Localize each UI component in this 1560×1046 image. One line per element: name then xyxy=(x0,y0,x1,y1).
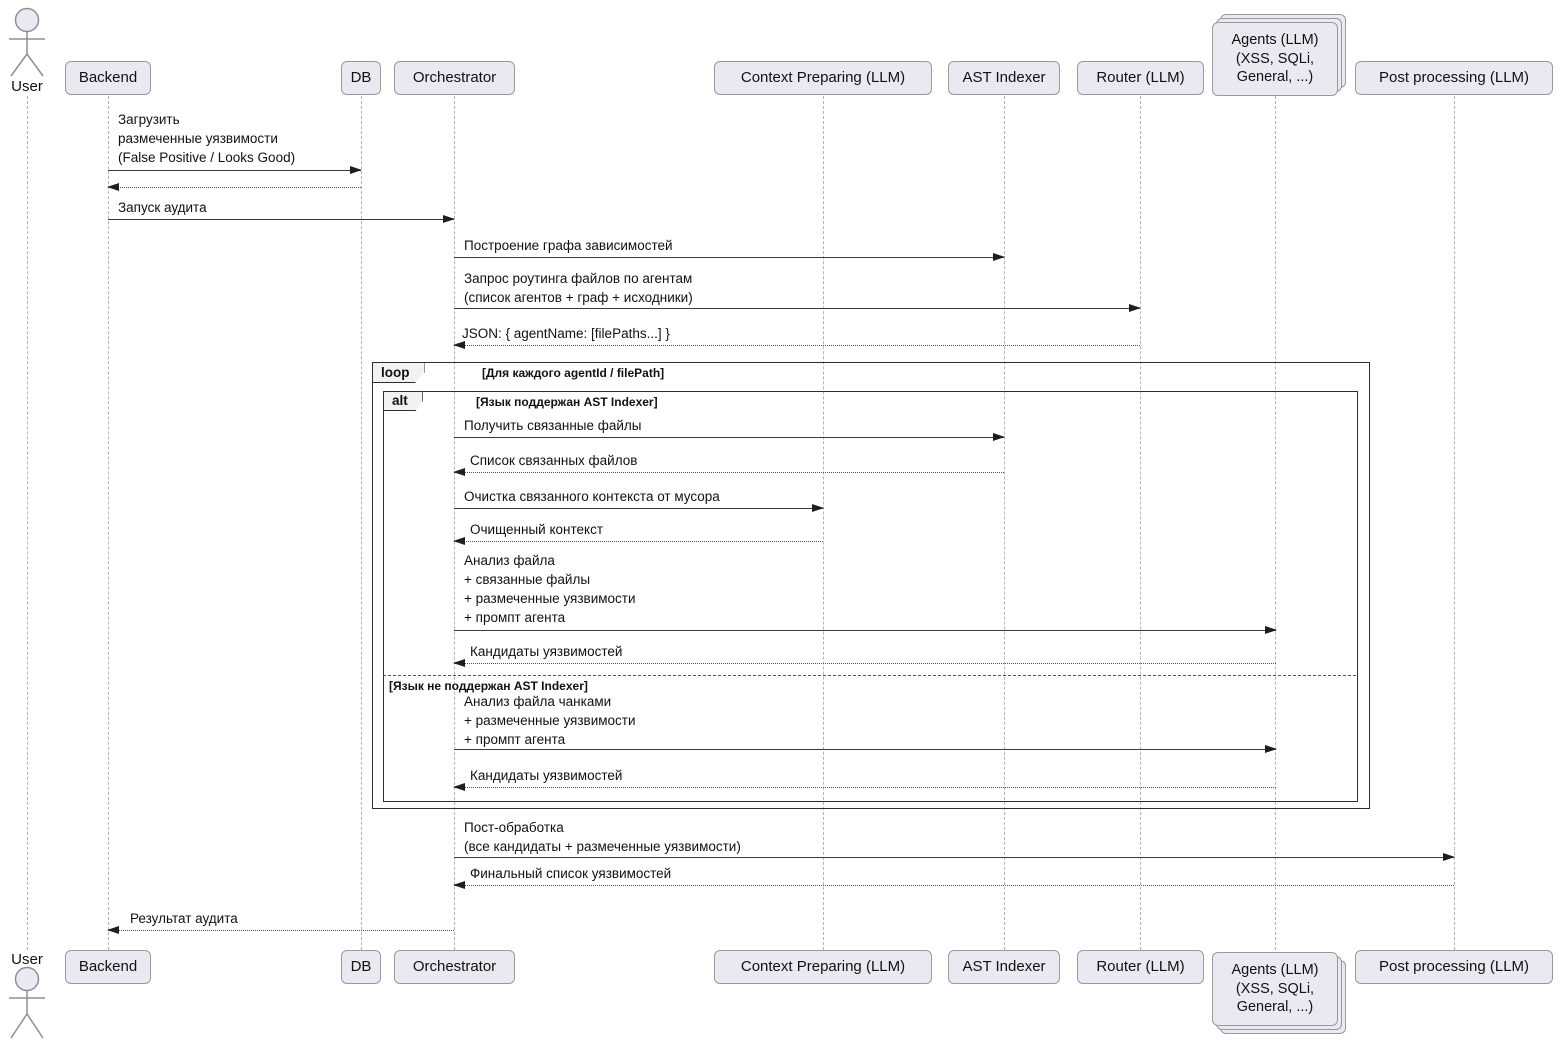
message-line xyxy=(453,659,1276,667)
participant-router-top: Router (LLM) xyxy=(1077,61,1204,95)
message-line xyxy=(454,745,1277,753)
lifeline-user xyxy=(27,96,28,950)
message-line xyxy=(107,183,361,191)
lifeline-backend xyxy=(108,96,109,950)
message-line xyxy=(454,853,1455,861)
lifeline-router xyxy=(1140,96,1141,950)
message-label: Построение графа зависимостей xyxy=(464,238,673,253)
user-actor-label-bottom: User xyxy=(11,951,43,968)
lifeline-agents xyxy=(1275,96,1276,950)
message-line xyxy=(454,504,824,512)
lifeline-db xyxy=(361,96,362,950)
arrowhead-right-icon xyxy=(993,253,1005,261)
participant-post-processing-top: Post processing (LLM) xyxy=(1355,61,1553,95)
message-line xyxy=(454,433,1005,441)
arrowhead-left-icon xyxy=(107,926,119,934)
participant-ast-indexer-top: AST Indexer xyxy=(948,61,1060,95)
lifeline-orchestrator xyxy=(454,96,455,950)
participant-router-bottom: Router (LLM) xyxy=(1077,950,1204,984)
message-line xyxy=(454,253,1005,261)
arrowhead-left-icon xyxy=(453,881,465,889)
participant-context-preparing-bottom: Context Preparing (LLM) xyxy=(714,950,932,984)
arrowhead-left-icon xyxy=(453,783,465,791)
arrowhead-right-icon xyxy=(443,215,455,223)
loop-fragment-operator: loop xyxy=(372,362,425,383)
participant-agents-bottom: Agents (LLM) (XSS, SQLi, General, ...) xyxy=(1212,952,1338,1026)
message-line xyxy=(453,468,1004,476)
alt-fragment-frame xyxy=(383,391,1358,802)
message-label: Пост-обработка (все кандидаты + размечен… xyxy=(464,820,741,854)
message-label: Получить связанные файлы xyxy=(464,418,642,433)
participant-db-bottom: DB xyxy=(341,950,381,984)
message-line xyxy=(453,341,1140,349)
arrowhead-right-icon xyxy=(1265,626,1277,634)
participant-agents-top: Agents (LLM) (XSS, SQLi, General, ...) xyxy=(1212,22,1338,96)
loop-fragment-frame xyxy=(372,362,1370,809)
participant-ast-indexer-bottom: AST Indexer xyxy=(948,950,1060,984)
message-label: Анализ файла чанками + размеченные уязви… xyxy=(464,694,636,747)
message-line xyxy=(453,537,823,545)
alt-fragment-operator: alt xyxy=(383,391,423,411)
message-label: Результат аудита xyxy=(130,911,238,926)
lifeline-context-preparing xyxy=(823,96,824,950)
participant-backend-top: Backend xyxy=(65,61,151,95)
participant-db-top: DB xyxy=(341,61,381,95)
message-line xyxy=(108,166,362,174)
alt-fragment-divider xyxy=(383,675,1356,676)
message-label: Анализ файла + связанные файлы + размече… xyxy=(464,553,636,625)
message-label: Очищенный контекст xyxy=(470,522,603,537)
arrowhead-right-icon xyxy=(1443,853,1455,861)
user-actor-icon-bottom xyxy=(9,966,45,1039)
message-label: Финальный список уязвимостей xyxy=(470,866,672,881)
participant-backend-bottom: Backend xyxy=(65,950,151,984)
arrowhead-right-icon xyxy=(1265,745,1277,753)
message-label: Список связанных файлов xyxy=(470,453,638,468)
message-label: Запрос роутинга файлов по агентам (списо… xyxy=(464,271,693,305)
loop-fragment-guard: [Для каждого agentId / filePath] xyxy=(482,366,665,380)
arrowhead-left-icon xyxy=(453,341,465,349)
arrowhead-left-icon xyxy=(453,468,465,476)
message-label: Запуск аудита xyxy=(118,200,207,215)
participant-orchestrator-bottom: Orchestrator xyxy=(394,950,515,984)
arrowhead-right-icon xyxy=(350,166,362,174)
arrowhead-left-icon xyxy=(453,659,465,667)
participant-context-preparing-top: Context Preparing (LLM) xyxy=(714,61,932,95)
message-label: Кандидаты уязвимостей xyxy=(470,644,623,659)
message-label: Кандидаты уязвимостей xyxy=(470,768,623,783)
alt-fragment-else-guard: [Язык не поддержан AST Indexer] xyxy=(389,679,588,693)
message-line xyxy=(107,926,454,934)
message-line xyxy=(453,881,1454,889)
participant-orchestrator-top: Orchestrator xyxy=(394,61,515,95)
lifeline-post-processing xyxy=(1454,96,1455,950)
message-label: JSON: { agentName: [filePaths...] } xyxy=(462,326,670,341)
arrowhead-left-icon xyxy=(453,537,465,545)
alt-fragment-guard: [Язык поддержан AST Indexer] xyxy=(476,395,658,409)
message-label: Очистка связанного контекста от мусора xyxy=(464,489,720,504)
message-line xyxy=(454,304,1141,312)
user-actor-label-top: User xyxy=(11,78,43,95)
message-line xyxy=(108,215,455,223)
arrowhead-right-icon xyxy=(1129,304,1141,312)
message-line xyxy=(453,783,1276,791)
message-label: Загрузить размеченные уязвимости (False … xyxy=(118,112,296,165)
arrowhead-left-icon xyxy=(107,183,119,191)
lifeline-ast-indexer xyxy=(1004,96,1005,950)
arrowhead-right-icon xyxy=(812,504,824,512)
user-actor-icon xyxy=(9,7,45,77)
message-line xyxy=(454,626,1277,634)
arrowhead-right-icon xyxy=(993,433,1005,441)
participant-post-processing-bottom: Post processing (LLM) xyxy=(1355,950,1553,984)
